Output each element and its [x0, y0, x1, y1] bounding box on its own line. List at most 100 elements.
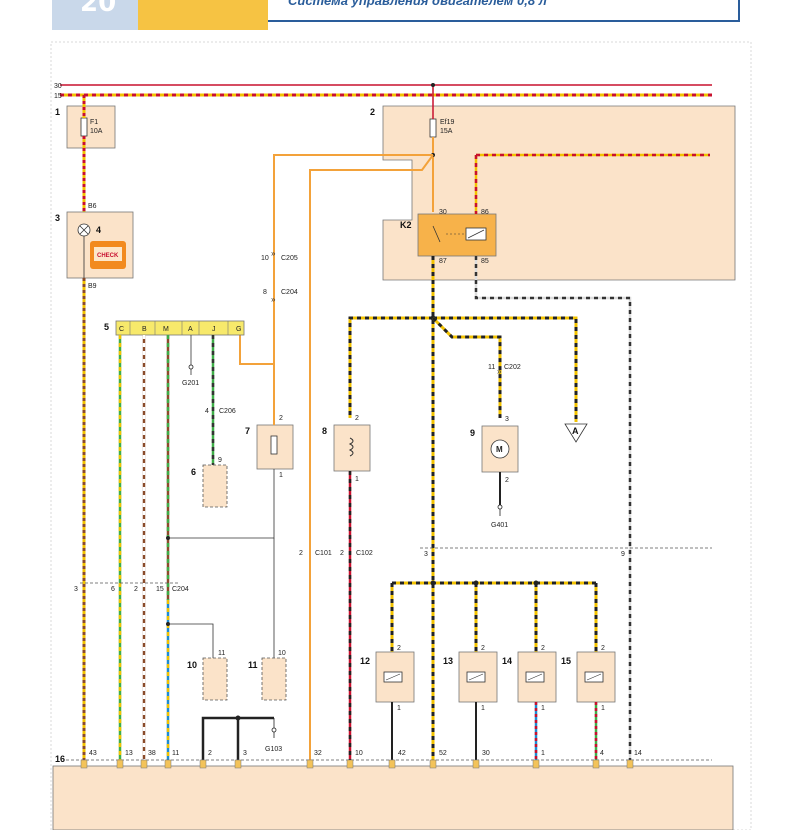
- relay-k2-label: K2: [400, 220, 412, 230]
- fuse-f1-rating: 10A: [90, 128, 103, 135]
- ecu-pin: 3: [243, 750, 247, 757]
- block-12-pin-top: 2: [397, 645, 401, 652]
- ground-g201: G201: [182, 380, 199, 387]
- block-13-pin-top: 2: [481, 645, 485, 652]
- block-16-id: 16: [55, 754, 65, 764]
- ecu-pin: 14: [634, 750, 642, 757]
- ecu-pin: 42: [398, 750, 406, 757]
- block-13-id: 13: [443, 656, 453, 666]
- offpage-connector-a: A: [564, 423, 588, 443]
- block-6-pin: 9: [218, 457, 222, 464]
- row-pin-3: 3: [74, 586, 78, 593]
- k2-pin-87: 87: [439, 258, 447, 265]
- c205-label: C205: [281, 255, 298, 262]
- block-16-ecu: 16: [52, 754, 734, 830]
- relay-k2: K2 30 86 87 85: [400, 209, 497, 265]
- block-9-pin-top: 3: [505, 416, 509, 423]
- block-10-id: 10: [187, 660, 197, 670]
- block-11-id: 11: [248, 660, 258, 670]
- ecu-pin: 4: [600, 750, 604, 757]
- block-12-injector: 12 2 1: [360, 645, 415, 712]
- fuse-ef19-label: Ef19: [440, 119, 455, 126]
- c205-pin: 10: [261, 255, 269, 262]
- block-14-pin-top: 2: [541, 645, 545, 652]
- block-9-motor: 9 M 3 2: [470, 416, 519, 484]
- c206-pin: 4: [205, 408, 209, 415]
- page-number: 20: [80, 0, 117, 18]
- diag-pin-a: A: [188, 326, 193, 333]
- diag-pin-j: J: [212, 326, 216, 333]
- fuse-ef19-rating: 15A: [440, 128, 453, 135]
- c204-pin: 8: [263, 289, 267, 296]
- block-14-pin-bottom: 1: [541, 705, 545, 712]
- rail-30-label: 30: [54, 83, 62, 90]
- block-2-id: 2: [370, 107, 375, 117]
- block-1-fuse-box: 1 F1 10A: [55, 105, 116, 149]
- ecu-pin: 38: [148, 750, 156, 757]
- pin-b6: B6: [88, 203, 97, 210]
- header-accent-bar: [138, 0, 268, 30]
- rail-30: 30: [54, 83, 712, 90]
- page-number-tab: 20: [52, 0, 138, 30]
- c202-label: C202: [504, 364, 521, 371]
- diag-pin-b: B: [142, 326, 147, 333]
- resistor-icon: [270, 435, 278, 455]
- c102-label: C102: [356, 550, 373, 557]
- diag-pin-c: C: [119, 326, 124, 333]
- ecu-pin: 32: [314, 750, 322, 757]
- block-9-id: 9: [470, 428, 475, 438]
- block-11-pin: 10: [278, 650, 286, 657]
- ecu-pin: 10: [355, 750, 363, 757]
- rail-15-label: 15: [54, 93, 62, 100]
- c102-pin: 2: [340, 550, 344, 557]
- block-3-instrument: 3 4 CHECK: [55, 211, 134, 279]
- ecu-pin: 43: [89, 750, 97, 757]
- c204-label: C204: [281, 289, 298, 296]
- block-14-injector: 14 2 1: [502, 645, 557, 712]
- block-3-id: 3: [55, 213, 60, 223]
- block-11-module: 11 10: [248, 650, 287, 701]
- svg-text:»: »: [271, 249, 276, 258]
- ecu-pin: 2: [208, 750, 212, 757]
- block-15-id: 15: [561, 656, 571, 666]
- block-8-id: 8: [322, 426, 327, 436]
- block-6-id: 6: [191, 467, 196, 477]
- page-title: Система управления двигателем 0,8 л: [288, 0, 547, 8]
- row-pin-3b: 3: [424, 551, 428, 558]
- row-c204-label: C204: [172, 586, 189, 593]
- block-6-module: 6 9: [191, 457, 228, 508]
- block-13-pin-bottom: 1: [481, 705, 485, 712]
- k2-pin-30: 30: [439, 209, 447, 216]
- fuse-f1-label: F1: [90, 119, 98, 126]
- ecu-pin: 52: [439, 750, 447, 757]
- block-12-id: 12: [360, 656, 370, 666]
- ecu-pin: 11: [172, 750, 179, 757]
- motor-icon: [490, 439, 510, 459]
- ground-g103: G103: [265, 746, 282, 753]
- ecu-pin: 1: [541, 750, 545, 757]
- svg-text:»: »: [497, 367, 502, 376]
- block-12-pin-bottom: 1: [397, 705, 401, 712]
- block-15-pin-top: 2: [601, 645, 605, 652]
- block-7-pin-bottom: 1: [279, 472, 283, 479]
- block-8-pin-top: 2: [355, 415, 359, 422]
- c101-pin: 2: [299, 550, 303, 557]
- row-pin-15: 15: [156, 586, 164, 593]
- diag-pin-m: M: [163, 326, 169, 333]
- coil-icon: [348, 437, 354, 457]
- block-9-pin-bottom: 2: [505, 477, 509, 484]
- block-15-pin-bottom: 1: [601, 705, 605, 712]
- block-5-diagnostic-connector: 5 C B M A J G: [104, 320, 245, 336]
- pin-b9: B9: [88, 283, 97, 290]
- block-10-pin: 11: [218, 650, 225, 657]
- ecu-pin-labels: 43 13 38 11 2 3 32 10 42 52 30 1 4 14: [89, 750, 642, 757]
- block-1-id: 1: [55, 107, 60, 117]
- c101-label: C101: [315, 550, 332, 557]
- block-4-id: 4: [96, 225, 101, 235]
- k2-pin-85: 85: [481, 258, 489, 265]
- rail-15: 15: [54, 93, 712, 100]
- block-7-pin-top: 2: [279, 415, 283, 422]
- block-5-id: 5: [104, 322, 109, 332]
- check-lamp-label: CHECK: [97, 253, 119, 259]
